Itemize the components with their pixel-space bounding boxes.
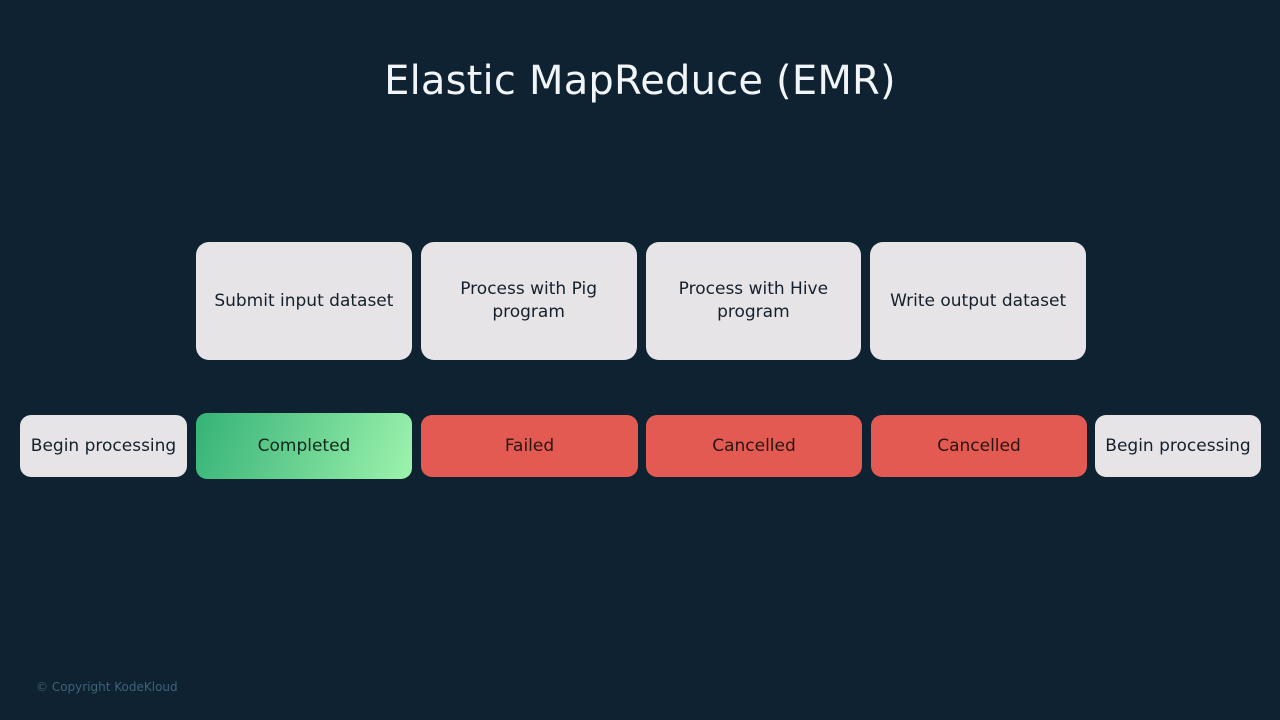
status-badge: Completed: [196, 413, 412, 479]
status-badge-label: Begin processing: [30, 435, 177, 456]
workflow-step-box: Process with Hive program: [645, 242, 862, 360]
status-badge-label: Failed: [504, 435, 555, 456]
status-badge: Begin processing: [1095, 415, 1261, 477]
status-badge-label: Begin processing: [1105, 435, 1251, 456]
workflow-step-label: Submit input dataset: [214, 290, 394, 311]
status-badges-row: Begin processing Completed Failed Cancel…: [20, 413, 1261, 479]
workflow-step-box: Process with Pig program: [420, 242, 637, 360]
status-badge: Failed: [421, 415, 638, 477]
workflow-step-box: Write output dataset: [870, 242, 1086, 360]
status-badge: Cancelled: [646, 415, 862, 477]
status-badge: Begin processing: [20, 415, 187, 477]
workflow-step-label: Process with Pig program: [460, 279, 597, 322]
workflow-step-label: Write output dataset: [890, 290, 1067, 311]
workflow-step-label: Process with Hive program: [678, 279, 829, 322]
workflow-steps-row: Submit input dataset Process with Pig pr…: [196, 242, 1086, 360]
status-badge-label: Completed: [257, 435, 351, 456]
copyright-notice: © Copyright KodeKloud: [36, 680, 178, 694]
status-badge-label: Cancelled: [937, 435, 1021, 456]
workflow-step-box: Submit input dataset: [196, 242, 412, 360]
status-badge: Cancelled: [871, 415, 1087, 477]
page-title: Elastic MapReduce (EMR): [384, 58, 896, 104]
status-badge-label: Cancelled: [712, 435, 796, 456]
